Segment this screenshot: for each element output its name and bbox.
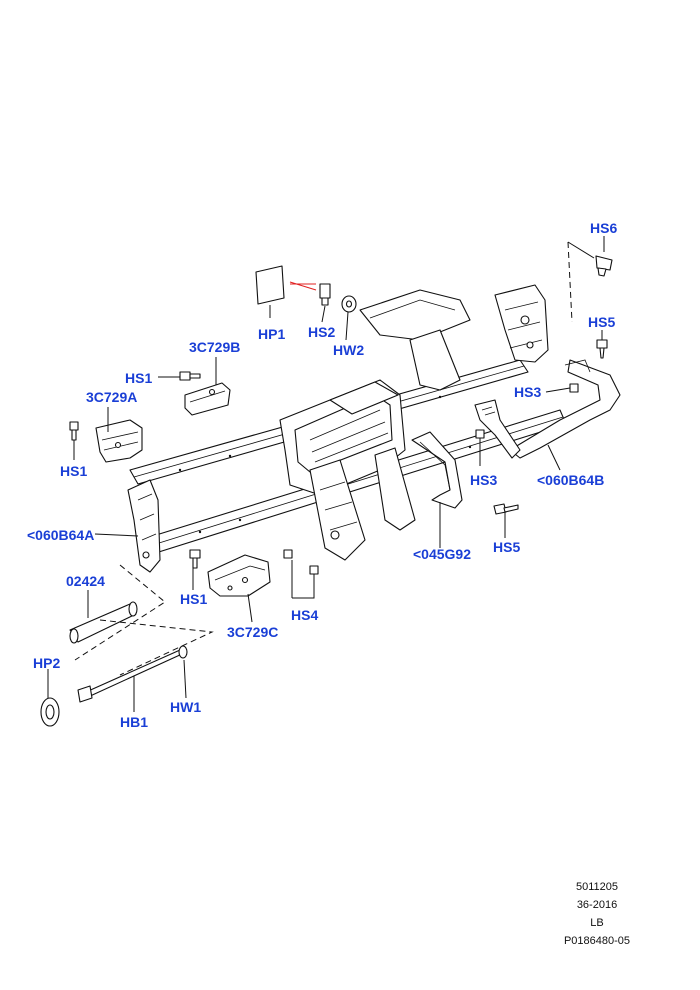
- label-060b64a[interactable]: <060B64A: [27, 527, 95, 543]
- label-hb1[interactable]: HB1: [120, 714, 149, 730]
- part-hw1-washer: [178, 645, 188, 659]
- label-3c729b[interactable]: 3C729B: [189, 339, 241, 355]
- label-045g92[interactable]: <045G92: [413, 546, 471, 562]
- label-hp1[interactable]: HP1: [258, 326, 286, 342]
- reference-line-3: LB: [590, 917, 604, 929]
- reference-line-1: 5011205: [575, 881, 618, 893]
- label-hs3-right[interactable]: HS3: [514, 384, 542, 400]
- label-hs1-top[interactable]: HS1: [125, 370, 153, 386]
- part-hp2: [40, 697, 60, 727]
- label-02424[interactable]: 02424: [66, 573, 105, 589]
- reference-line-4: P0186480-05: [563, 935, 631, 947]
- part-060b64b: [474, 359, 621, 459]
- part-3c729a: [95, 419, 143, 463]
- pad-hp1: [255, 265, 285, 305]
- label-3c729a[interactable]: 3C729A: [86, 389, 138, 405]
- label-3c729c[interactable]: 3C729C: [227, 624, 279, 640]
- part-hb1-rod: [77, 649, 183, 703]
- part-02424: [69, 601, 138, 644]
- crossbeam-frame: [127, 284, 567, 573]
- upper-brace: [359, 289, 471, 341]
- label-hs2[interactable]: HS2: [308, 324, 336, 340]
- label-hs1-left[interactable]: HS1: [60, 463, 88, 479]
- leader-lines: [47, 236, 605, 712]
- reference-line-2: 36-2016: [576, 899, 618, 911]
- label-hs1-bottom[interactable]: HS1: [180, 591, 208, 607]
- hp1-red-leader: [289, 281, 317, 291]
- part-045g92: [411, 431, 463, 509]
- reference-block: 5011205 36-2016 LB P0186480-05: [552, 880, 642, 948]
- label-hs5-bottom[interactable]: HS5: [493, 539, 521, 555]
- label-hs3-mid[interactable]: HS3: [470, 472, 498, 488]
- left-end-bracket: [127, 479, 161, 573]
- part-3c729b: [184, 382, 231, 416]
- right-end-bracket: [494, 284, 549, 363]
- fasteners: [69, 255, 613, 575]
- label-hp2[interactable]: HP2: [33, 655, 61, 671]
- part-3c729c: [207, 554, 271, 597]
- dashed-group-lines: [74, 241, 573, 676]
- label-hs4[interactable]: HS4: [291, 607, 319, 623]
- label-hw1[interactable]: HW1: [170, 699, 202, 715]
- rail-holes: [178, 395, 472, 534]
- label-hs5-top[interactable]: HS5: [588, 314, 616, 330]
- label-hs6[interactable]: HS6: [590, 220, 618, 236]
- label-hw2[interactable]: HW2: [333, 342, 365, 358]
- label-060b64b[interactable]: <060B64B: [537, 472, 605, 488]
